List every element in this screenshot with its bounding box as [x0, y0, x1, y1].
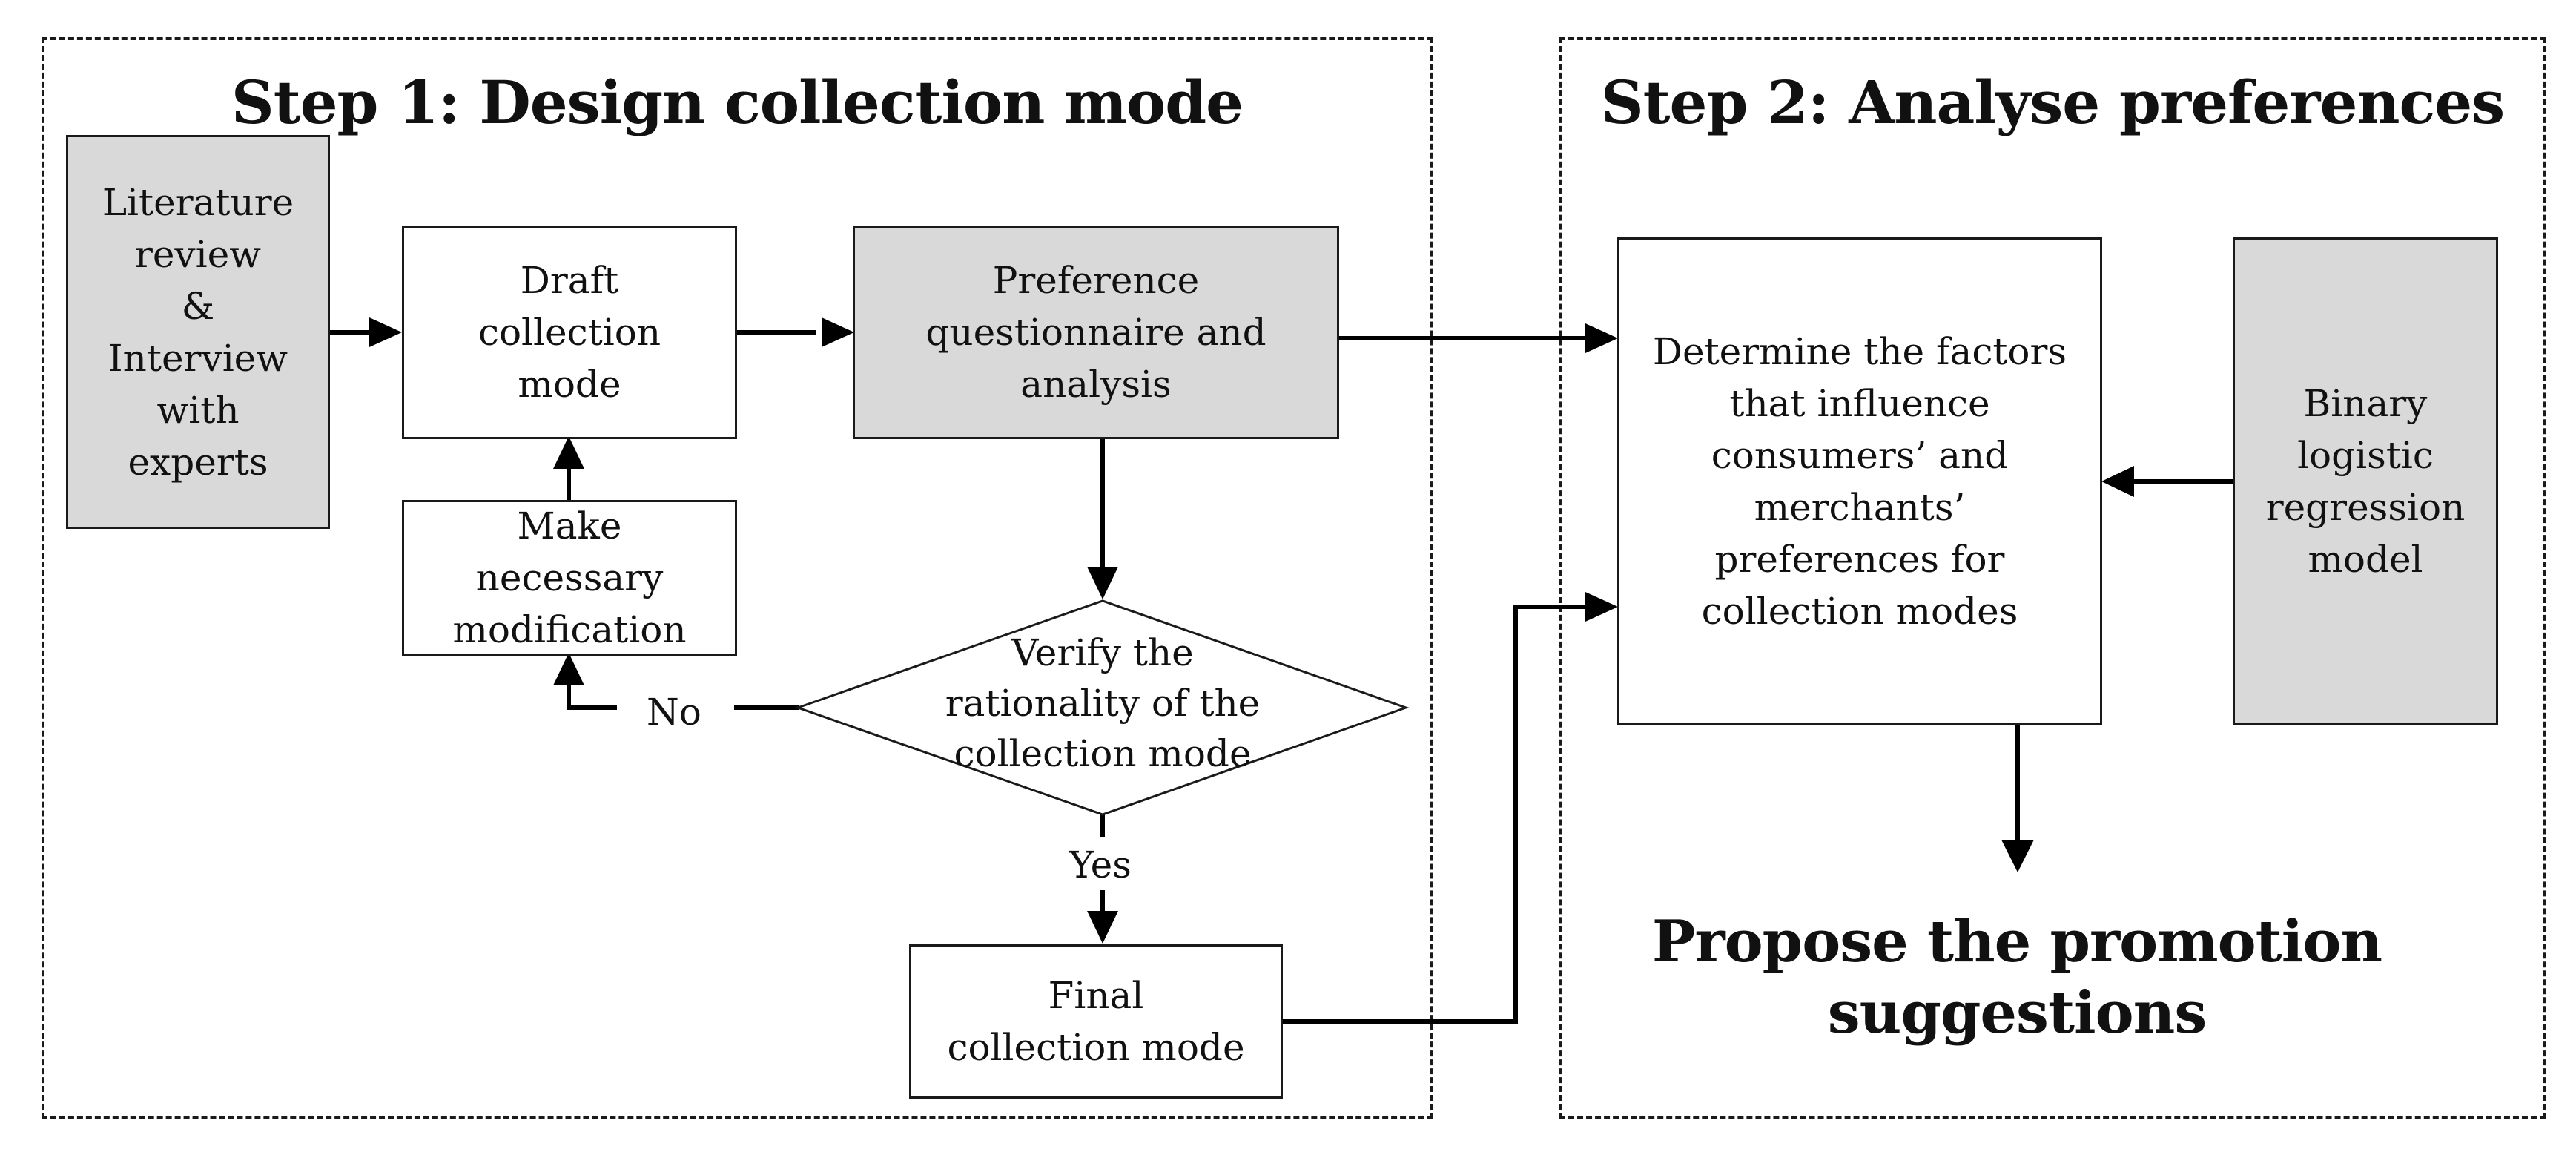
step2-title: Step 2: Analyse preferences [1600, 68, 2505, 137]
draft-collection-mode-text: Draft collection mode [478, 259, 661, 406]
step1-frame [42, 37, 1433, 1119]
arrowhead-factors-top [1585, 323, 1618, 353]
preference-questionnaire-text: Preference questionnaire and analysis [925, 259, 1266, 406]
preference-questionnaire-box: Preference questionnaire and analysis [853, 226, 1339, 439]
make-modification-text: Make necessary modification [452, 504, 687, 651]
step2-frame [1559, 37, 2546, 1119]
line-final-up [1513, 605, 1518, 1024]
arrow-questionnaire-to-decision [1100, 438, 1105, 568]
determine-factors-box: Determine the factors that influence con… [1617, 237, 2102, 725]
step1-title: Step 1: Design collection mode [231, 68, 1244, 137]
final-collection-mode-text: Final collection mode [947, 974, 1245, 1069]
yes-label: Yes [1069, 843, 1132, 886]
arrowhead-decision [1087, 567, 1118, 599]
logistic-regression-box: Binary logistic regression model [2233, 237, 2498, 725]
arrowhead-final [1087, 911, 1118, 944]
logistic-regression-text: Binary logistic regression model [2265, 382, 2466, 581]
line-decision-to-yes [1100, 814, 1105, 837]
arrowhead-draft-up [553, 436, 584, 469]
literature-review-text: Literature review & Interview with exper… [102, 180, 294, 484]
no-label: No [647, 691, 701, 734]
arrowhead-modification [553, 653, 584, 685]
arrow-questionnaire-to-factors [1338, 336, 1590, 340]
decision-diamond [794, 599, 1410, 816]
arrowhead-factors-bottom [1585, 592, 1618, 622]
line-final-right [1281, 1019, 1518, 1024]
arrowhead-conclusion [2001, 840, 2034, 872]
arrowhead-draft [369, 317, 402, 347]
arrow-model-to-factors [2130, 479, 2233, 484]
line-final-to-factors [1513, 605, 1590, 609]
arrow-modification-to-draft [567, 463, 571, 501]
line-up-to-modification [567, 682, 571, 710]
arrow-draft-to-questionnaire [736, 330, 816, 335]
arrow-literature-to-draft [330, 330, 371, 335]
final-collection-mode-box: Final collection mode [909, 944, 1283, 1099]
arrowhead-factors-right [2101, 466, 2134, 497]
arrow-factors-to-conclusion [2015, 723, 2020, 844]
decision-text: Verify the rationality of the collection… [945, 631, 1261, 775]
literature-review-box: Literature review & Interview with exper… [66, 135, 330, 529]
promotion-suggestions-text: Propose the promotion suggestions [1651, 908, 2382, 1047]
arrowhead-questionnaire [822, 317, 854, 347]
draft-collection-mode-box: Draft collection mode [402, 226, 737, 439]
make-modification-box: Make necessary modification [402, 500, 737, 656]
line-no-to-left [567, 705, 617, 710]
line-yes-to-final [1100, 890, 1105, 911]
line-decision-to-no [734, 705, 799, 710]
determine-factors-text: Determine the factors that influence con… [1652, 330, 2067, 633]
